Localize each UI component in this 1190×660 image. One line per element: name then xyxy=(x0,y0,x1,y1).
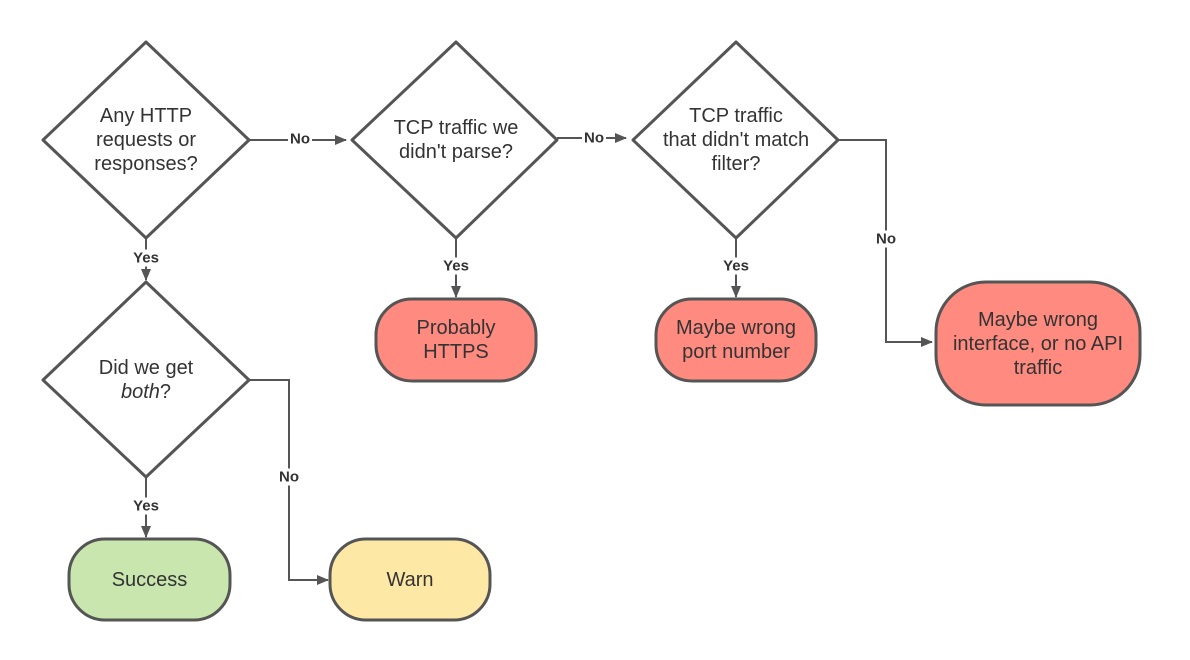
emphasis-both: both xyxy=(120,381,160,403)
edge-label-d4-warn: No xyxy=(277,468,301,486)
terminal-wrong-port-label: Maybe wrong port number xyxy=(656,299,816,381)
label-line: Probably xyxy=(416,317,496,339)
label-line: Warn xyxy=(386,568,434,591)
terminal-warn xyxy=(328,537,492,622)
edge-label-d3-port: Yes xyxy=(721,257,751,275)
terminal-wrong-interface xyxy=(934,280,1142,407)
terminal-success-label: Success xyxy=(69,539,230,620)
decision-got-both xyxy=(41,280,251,479)
label-line: Success xyxy=(111,568,188,591)
terminal-warn-label: Warn xyxy=(330,539,490,620)
terminal-success xyxy=(67,537,232,622)
label-line: traffic xyxy=(1013,356,1063,379)
label-line: TCP traffic we xyxy=(393,117,519,139)
label-line: interface, or no API xyxy=(952,332,1124,355)
edge-label-d3-interface: No xyxy=(874,230,898,248)
terminal-wrong-port xyxy=(654,297,818,383)
decision-tcp-not-parsed-label: TCP traffic we didn't parse? xyxy=(376,110,536,170)
edge-label-d1-d2: No xyxy=(288,130,312,148)
label-line: didn't parse? xyxy=(399,141,513,163)
label-line: requests or xyxy=(95,129,197,151)
decision-any-http-label: Any HTTP requests or responses? xyxy=(76,100,216,180)
label-line: Any HTTP xyxy=(99,105,193,127)
label-line: filter? xyxy=(711,153,761,175)
label-line: TCP traffic xyxy=(689,105,783,127)
terminal-wrong-interface-label: Maybe wrong interface, or no API traffic xyxy=(936,282,1140,405)
label-line: port number xyxy=(682,341,790,363)
label-line: Did we get xyxy=(98,357,194,379)
label-line: both? xyxy=(121,380,171,404)
decision-any-http xyxy=(41,40,251,240)
edge-label-d2-https: Yes xyxy=(441,257,471,275)
terminal-probably-https-label: Probably HTTPS xyxy=(376,299,536,381)
terminal-probably-https xyxy=(374,297,538,383)
label-line: Maybe wrong xyxy=(977,308,1099,331)
label-line: that didn't match xyxy=(662,129,810,151)
edge-label-d2-d3: No xyxy=(582,129,606,147)
question-mark: ? xyxy=(159,381,172,403)
decision-tcp-not-parsed xyxy=(350,40,559,240)
label-line: HTTPS xyxy=(423,341,489,363)
edge-label-d1-d4: Yes xyxy=(131,249,161,267)
decision-tcp-not-matched-label: TCP traffic that didn't match filter? xyxy=(646,100,826,180)
decision-got-both-label: Did we get both? xyxy=(76,352,216,408)
label-line: Maybe wrong xyxy=(675,317,797,339)
decision-tcp-not-matched xyxy=(631,40,840,240)
label-line: responses? xyxy=(94,153,198,175)
edge-label-d4-success: Yes xyxy=(131,497,161,515)
